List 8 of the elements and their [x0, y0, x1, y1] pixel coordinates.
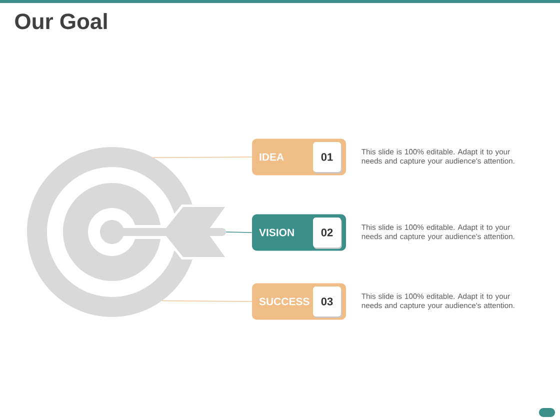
target-illustration [27, 147, 226, 317]
slide-title: Our Goal [15, 13, 107, 30]
connector-line [162, 300, 252, 302]
connector-line [152, 156, 252, 158]
number-box: 02 [313, 218, 342, 249]
number-box: 03 [313, 286, 342, 318]
connector-line [226, 232, 252, 233]
number-box: 01 [313, 142, 342, 174]
